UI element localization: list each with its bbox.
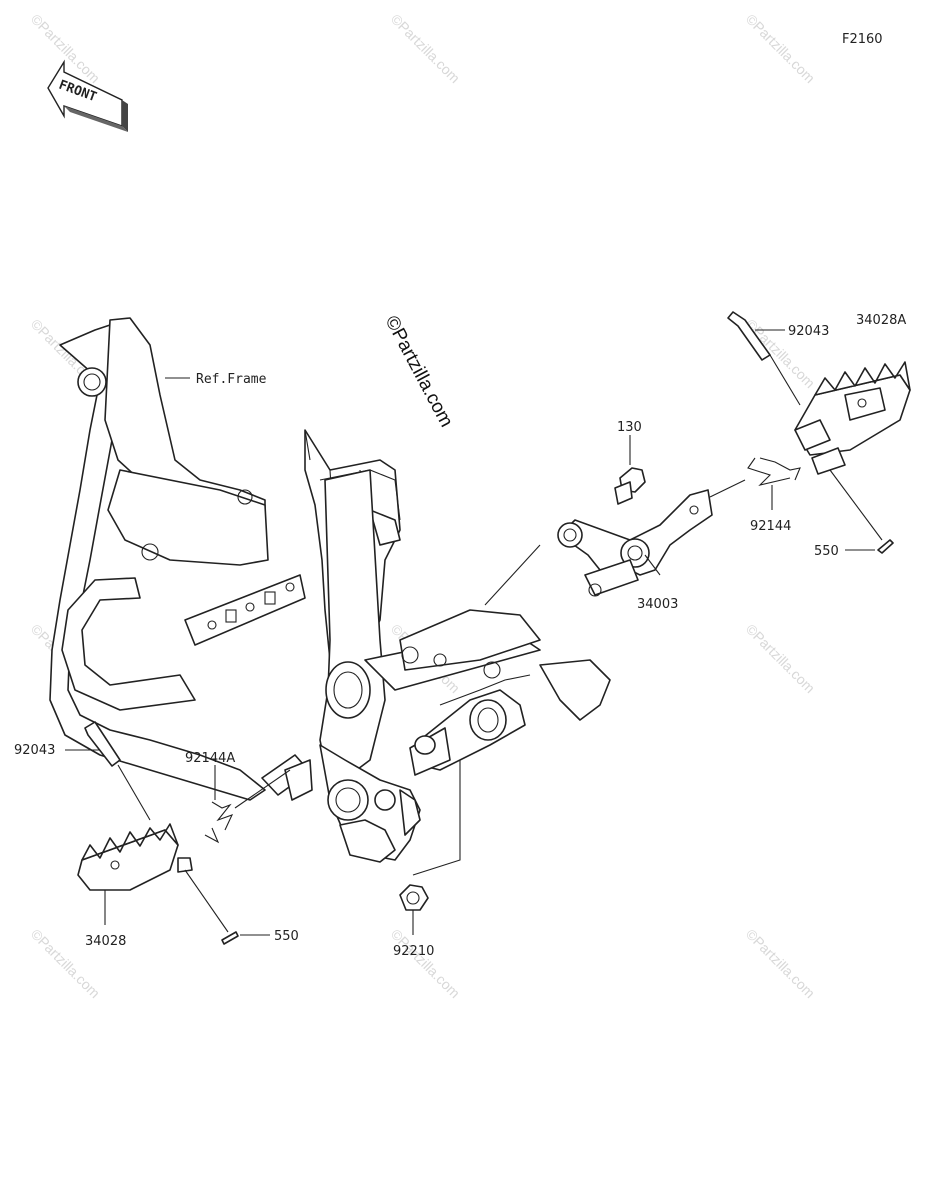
spring-right [747, 457, 801, 510]
callout-labels: Ref.Frame 130 92043 34028A 92144 550 340… [14, 313, 906, 959]
cotter-left [184, 869, 270, 945]
callout-92144: 92144 [750, 519, 791, 534]
cotter-right [829, 469, 894, 554]
callout-550-left: 550 [274, 929, 299, 944]
bracket-leader [644, 554, 661, 576]
copyright-mark: ©Partzilla.com [381, 312, 457, 430]
callout-34003: 34003 [637, 597, 678, 612]
callout-92144a: 92144A [185, 751, 235, 766]
watermark: ©Partzilla.com [743, 11, 818, 86]
nut-92210 [399, 760, 461, 935]
spring-left [204, 765, 291, 844]
callout-92210: 92210 [393, 944, 434, 959]
callout-34028a: 34028A [856, 313, 906, 328]
watermark: ©Partzilla.com [388, 11, 463, 86]
watermark: ©Partzilla.com [743, 621, 818, 696]
callout-92043-left: 92043 [14, 743, 55, 758]
watermark: ©Partzilla.com [743, 926, 818, 1001]
callout-550-right: 550 [814, 544, 839, 559]
bolt-130 [614, 435, 646, 505]
frame [49, 317, 611, 863]
pin-left [65, 721, 151, 821]
callout-92043-right: 92043 [788, 324, 829, 339]
footpeg-bracket [484, 479, 746, 606]
callout-130: 130 [617, 420, 642, 435]
footpeg-left [77, 823, 193, 925]
diagram-code: F2160 [842, 32, 883, 47]
callout-ref-frame: Ref.Frame [196, 372, 267, 387]
footpeg-right [794, 361, 911, 475]
callout-34028: 34028 [85, 934, 126, 949]
pin-right [727, 311, 801, 406]
front-arrow: FRONT [47, 59, 128, 132]
watermark: ©Partzilla.com [388, 926, 463, 1001]
